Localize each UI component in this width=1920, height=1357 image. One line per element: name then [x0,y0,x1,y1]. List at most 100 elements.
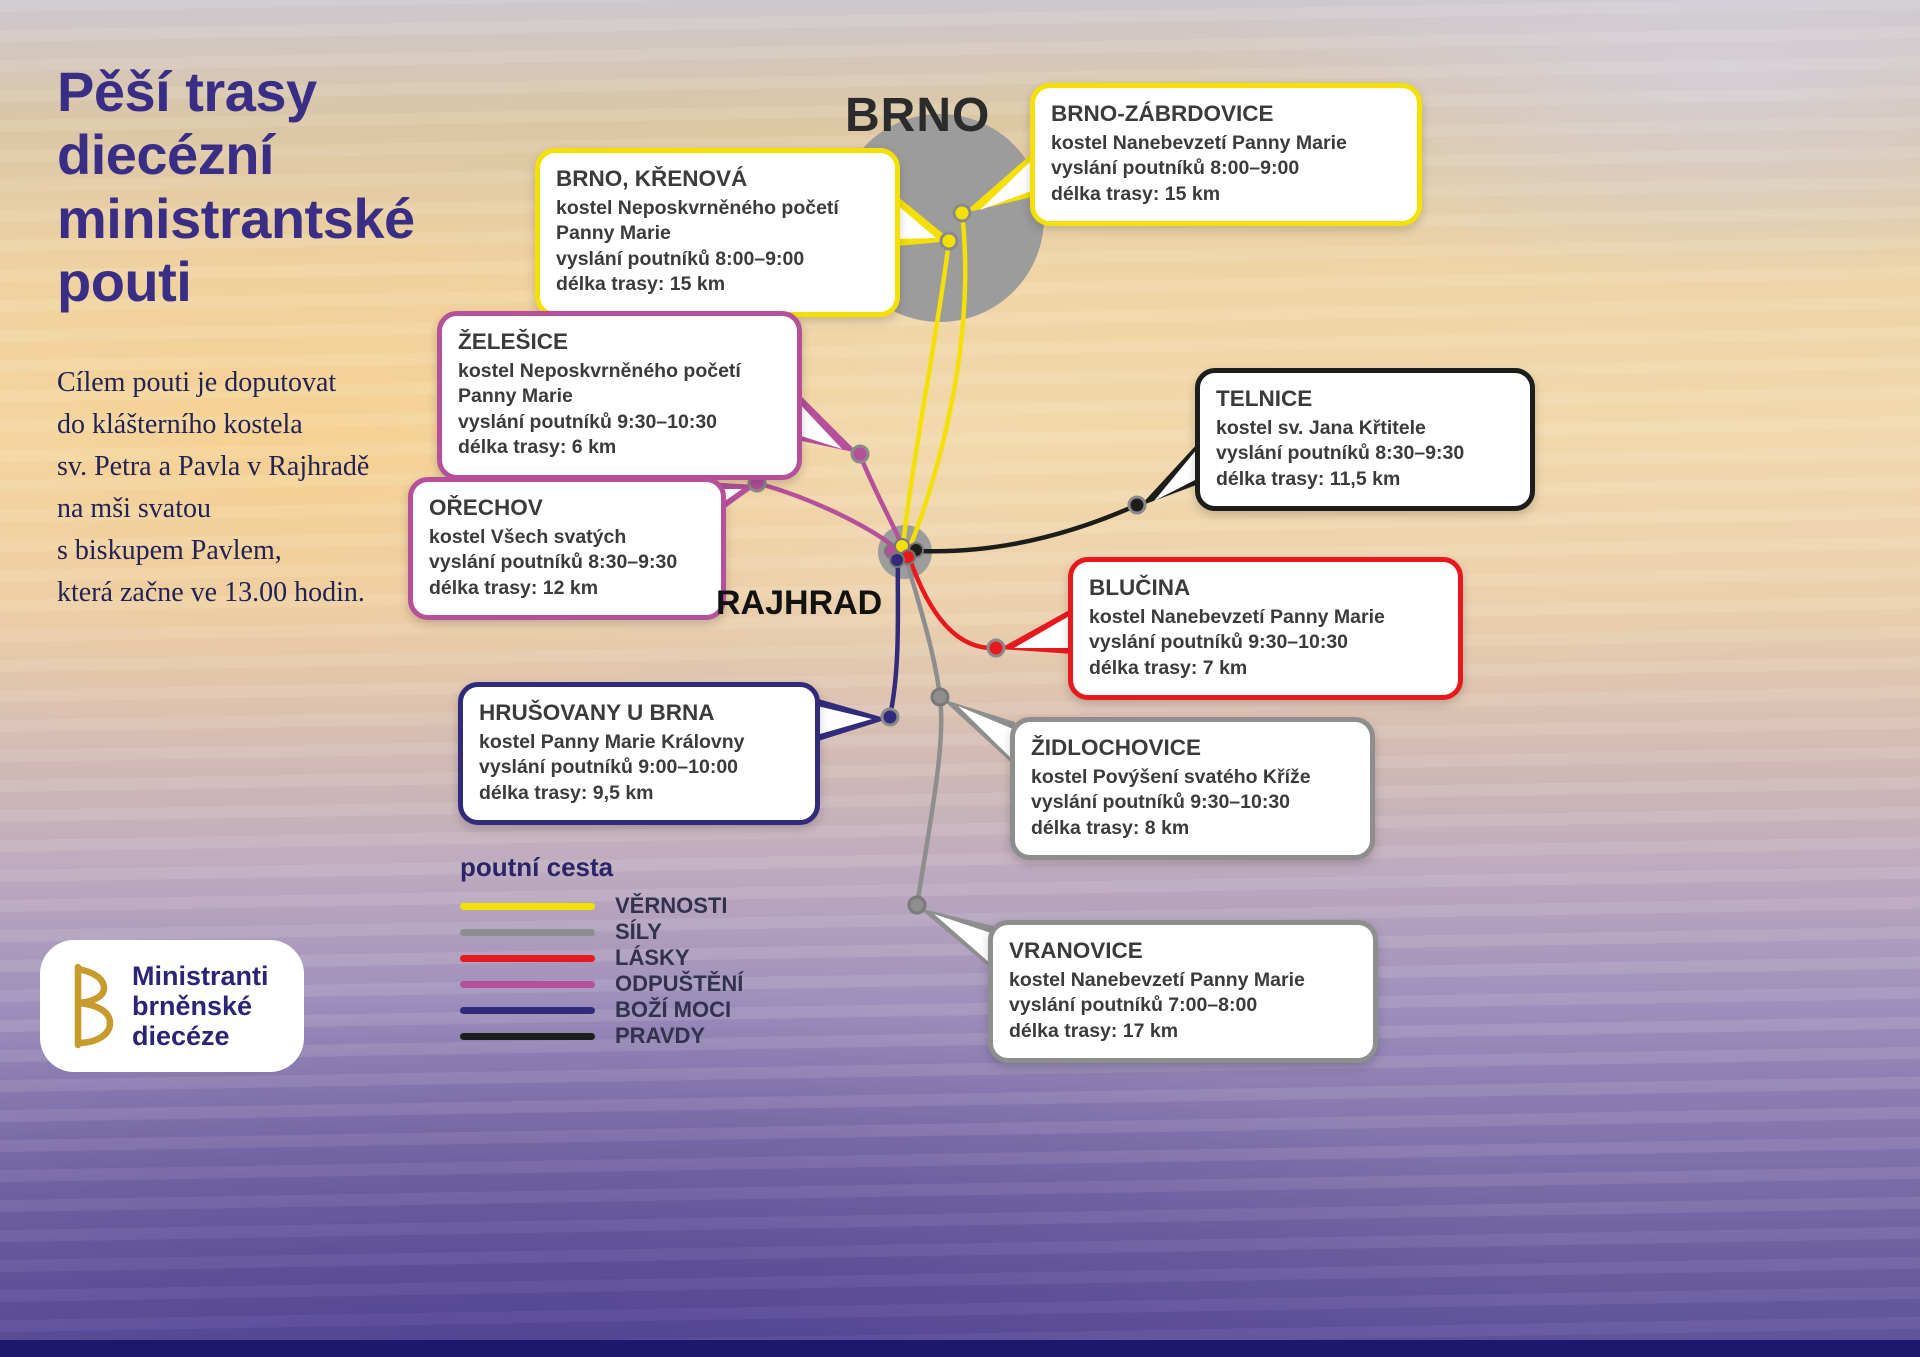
legend-swatch-bozi-moci [460,1006,595,1014]
callout-title: VRANOVICE [1009,938,1143,963]
legend-label: BOŽÍ MOCI [615,997,732,1022]
callout-length: délka trasy: 15 km [1051,182,1221,205]
route-legend: poutní cesta VĚRNOSTI SÍLY LÁSKY ODPUŠTĚ… [460,852,743,1049]
route-lasky-blucina [906,554,999,651]
callout-length: délka trasy: 11,5 km [1216,467,1401,490]
legend-label: LÁSKY [615,945,690,970]
legend-item-sily: SÍLY [460,919,743,945]
callout-hrusovany-u-brna: HRUŠOVANY U BRNA kostel Panny Marie Král… [458,682,820,826]
legend-label: ODPUŠTĚNÍ [615,971,744,996]
city-label-brno: BRNO [845,89,991,142]
legend-label: VĚRNOSTI [615,893,728,918]
callout-length: délka trasy: 15 km [556,273,726,296]
legend-item-bozi-moci: BOŽÍ MOCI [460,997,743,1023]
town-dot-hrusovany [880,707,900,727]
callout-departure: vyslání poutníků 8:30–9:30 [1216,442,1465,465]
callout-length: délka trasy: 8 km [1031,816,1190,839]
callout-orechov: OŘECHOV kostel Všech svatých vyslání pou… [408,477,726,621]
callout-tail-zabrdovice-inner [980,158,1034,210]
legend-swatch-pravdy [460,1032,595,1040]
callout-departure: vyslání poutníků 9:30–10:30 [458,410,718,433]
callout-title: BRNO, KŘENOVÁ [556,166,748,191]
town-dot-zidlochovice [930,687,950,707]
legend-item-lasky: LÁSKY [460,945,743,971]
callout-title: TELNICE [1216,386,1313,411]
callout-title: HRUŠOVANY U BRNA [479,700,715,725]
legend-item-odpusteni: ODPUŠTĚNÍ [460,971,743,997]
city-label-rajhrad: RAJHRAD [716,584,883,622]
callout-church: kostel Nanebevzetí Panny Marie [1051,132,1347,155]
callout-length: délka trasy: 7 km [1089,656,1248,679]
legend-title: poutní cesta [460,852,614,882]
route-odpusteni-zelesice [857,452,905,549]
callout-tail-vranovice-inner [934,914,991,964]
callout-church: kostel sv. Jana Křtitele [1216,417,1426,440]
route-vernosti-krenova [900,238,952,549]
route-odpusteni-orechov [754,480,899,551]
route-bozi-moci-hrusovany [887,559,901,719]
town-dot-telnice [1127,495,1147,515]
callout-title: ŽELEŠICE [458,329,569,354]
callout-length: délka trasy: 12 km [429,576,599,599]
callout-departure: vyslání poutníků 7:00–8:00 [1009,994,1258,1017]
callout-departure: vyslání poutníků 9:00–10:00 [479,756,739,779]
callout-departure: vyslání poutníků 9:30–10:30 [1031,791,1291,814]
callout-tail-zelesice-inner [795,399,842,449]
callout-length: délka trasy: 17 km [1009,1019,1179,1042]
callout-zelesice: ŽELEŠICE kostel Neposkvrněného početí Pa… [437,311,802,480]
callout-length: délka trasy: 9,5 km [479,781,654,804]
callout-blucina: BLUČINA kostel Nanebevzetí Panny Marie v… [1068,557,1463,701]
ministranti-logo-icon [74,963,114,1049]
callout-tail-vranovice [919,908,993,970]
callout-tail-telnice [1140,442,1199,506]
route-vernosti-zabrdovice [906,210,968,552]
callout-tail-zabrdovice [964,150,1036,213]
callout-zidlochovice: ŽIDLOCHOVICE kostel Povýšení svatého Kří… [1010,717,1375,861]
callout-title: BRNO-ZÁBRDOVICE [1051,101,1274,126]
callout-departure: vyslání poutníků 8:00–9:00 [556,247,805,270]
route-pravdy-telnice [917,502,1140,554]
callout-church: kostel Povýšení svatého Kříže [1031,766,1311,789]
callout-tail-telnice-inner [1154,449,1197,501]
callout-title: ŽIDLOCHOVICE [1031,735,1202,760]
intro-text: Cílem pouti je doputovat do klášterního … [57,367,370,608]
callout-tail-blucina-inner [1014,615,1071,648]
callout-tail-hrusovany-inner [813,705,872,736]
callout-tail-krenova-inner [895,203,936,239]
callout-departure: vyslání poutníků 8:30–9:30 [429,551,678,574]
callout-church: kostel Všech svatých [429,526,627,549]
legend-label: PRAVDY [615,1023,706,1048]
callout-departure: vyslání poutníků 9:30–10:30 [1089,631,1349,654]
callout-church: kostel Nanebevzetí Panny Marie [1089,606,1385,629]
town-dot-brno-zabrdovice [952,203,972,223]
callout-title: OŘECHOV [429,495,543,520]
legend-swatch-vernosti [460,902,595,910]
legend-label: SÍLY [615,919,662,944]
ministranti-logo-card: Ministranti brněnské diecéze [40,940,304,1072]
callout-church: kostel Nanebevzetí Panny Marie [1009,969,1305,992]
callout-departure: vyslání poutníků 8:00–9:00 [1051,157,1300,180]
bottom-accent-strip [0,1340,1920,1357]
callout-tail-zidlochovice [942,699,1015,766]
legend-item-vernosti: VĚRNOSTI [460,893,743,919]
legend-swatch-odpusteni [460,980,595,988]
callout-church: kostel Neposkvrněného početí Panny Marie [458,360,741,408]
callout-brno-zabrdovice: BRNO-ZÁBRDOVICE kostel Nanebevzetí Panny… [1030,83,1422,227]
callout-brno-krenova: BRNO, KŘENOVÁ kostel Neposkvrněného poče… [535,148,900,317]
callout-telnice: TELNICE kostel sv. Jana Křtitele vyslání… [1195,368,1535,512]
callout-church: kostel Panny Marie Královny [479,731,745,754]
callout-title: BLUČINA [1089,575,1191,600]
callout-vranovice: VRANOVICE kostel Nanebevzetí Panny Marie… [988,920,1378,1064]
town-dot-zelesice [850,444,870,464]
town-dot-brno-krenova [939,231,959,251]
legend-swatch-sily [460,928,595,936]
logo-text: Ministranti brněnské diecéze [132,960,269,1052]
legend-swatch-lasky [460,954,595,962]
town-dot-vranovice [907,895,927,915]
rajhrad-dot-bozi-moci [889,552,905,568]
town-dot-blucina [986,638,1006,658]
page-title: Pěší trasy diecézní ministrantské pouti [57,60,415,313]
callout-length: délka trasy: 6 km [458,436,617,459]
legend-item-pravdy: PRAVDY [460,1023,743,1049]
